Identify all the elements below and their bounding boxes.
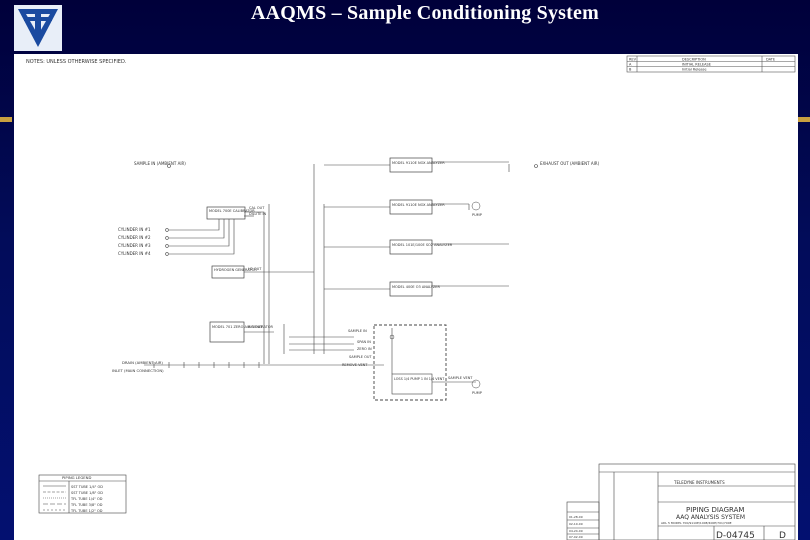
exhaust-label: EXHAUST OUT (AMBIENT AIR) bbox=[540, 161, 600, 166]
hydrogen-generator-label: HYDROGEN GENERATOR bbox=[214, 268, 257, 272]
desc-header: DESCRIPTION bbox=[682, 58, 706, 62]
right-slide-marker bbox=[798, 117, 810, 122]
manifold-sample-in-label: SAMPLE IN bbox=[348, 329, 367, 333]
pump-label-1: PUMP bbox=[472, 213, 482, 217]
dilute-in-label: DILUTE IN bbox=[249, 212, 267, 216]
rev-header: REV bbox=[629, 58, 637, 62]
title-block bbox=[566, 463, 796, 540]
title-line-2: AAQ ANALYSIS SYSTEM bbox=[676, 514, 745, 521]
calibrator-box bbox=[206, 206, 246, 220]
analyzers bbox=[389, 157, 433, 297]
analyzer-2-label: MODEL 9110E NOX ANALYZER bbox=[392, 203, 445, 207]
drawing-note: NOTES: UNLESS OTHERWISE SPECIFIED. bbox=[26, 59, 127, 65]
legend-row-4: TFL TUBE 3/8" OD bbox=[70, 503, 103, 507]
drain-tick-marks bbox=[153, 362, 260, 368]
date-row-3: 04-24-09 bbox=[569, 529, 583, 533]
cylinder-2-label: CYLINDER IN #2 bbox=[118, 235, 151, 240]
cal-out-label: CAL OUT bbox=[249, 206, 265, 210]
analyzer-4-label: MODEL 400E O3 ANALYZER bbox=[392, 285, 440, 289]
date-row-4: 07-02-09 bbox=[569, 535, 583, 539]
manifold-vent-label: REMOVE VENT bbox=[342, 363, 368, 367]
h2-out-label: H2 OUT bbox=[248, 267, 262, 271]
diagram-canvas: NOTES: UNLESS OTHERWISE SPECIFIED. REV D… bbox=[26, 55, 796, 540]
drawing-number: D-04745 bbox=[716, 531, 755, 540]
pump-icons bbox=[471, 201, 481, 389]
left-slide-marker bbox=[0, 117, 12, 122]
calibrator-label: MODEL 700E CALIBRATOR bbox=[209, 209, 255, 213]
rev-a: A bbox=[629, 63, 632, 67]
legend-row-5: TFL TUBE 1/2" OD bbox=[70, 509, 103, 513]
piping-diagram: NOTES: UNLESS OTHERWISE SPECIFIED. REV D… bbox=[14, 54, 798, 540]
air-out-label: AIR OUT bbox=[248, 325, 263, 329]
cylinder-inputs bbox=[165, 219, 235, 256]
manifold-span-in-label: SPAN IN bbox=[357, 340, 371, 344]
sample-pump-assembly bbox=[373, 324, 447, 401]
zero-air-generator-label: MODEL 701 ZERO AIR GENERATOR bbox=[212, 325, 273, 329]
date-row-2: 02-10-09 bbox=[569, 522, 583, 526]
legend-row-2: SST TUBE 1/8" OD bbox=[71, 491, 103, 495]
pump-label-2: PUMP bbox=[472, 391, 482, 395]
title-company: TELEDYNE INSTRUMENTS bbox=[673, 480, 725, 485]
main-piping bbox=[144, 164, 384, 366]
pump-box-label: LOSS 1/4 PUMP 1 IN 1/4 VENT bbox=[394, 377, 445, 381]
cylinder-4-label: CYLINDER IN #4 bbox=[118, 251, 151, 256]
legend-row-1: SST TUBE 1/4" OD bbox=[71, 485, 103, 489]
rev-b: B bbox=[629, 68, 632, 72]
cylinder-3-label: CYLINDER IN #3 bbox=[118, 243, 151, 248]
rev-b-desc: Initial Release bbox=[682, 68, 706, 72]
date-row-1: 01-28-09 bbox=[569, 515, 583, 519]
title-line-1: PIPING DIAGRAM bbox=[686, 506, 744, 514]
manifold-zero-in-label: ZERO IN bbox=[357, 347, 372, 351]
revision-block bbox=[626, 55, 796, 73]
sample-vent-label: SAMPLE VENT bbox=[448, 376, 473, 380]
title-line-3: ADL 5 MODEL 700/9110E/100E/400E/701/700E bbox=[661, 521, 732, 525]
legend-title: PIPING LEGEND bbox=[62, 475, 92, 480]
drain-inlet-label: INLET (MAIN CONNECTION) bbox=[112, 368, 164, 373]
analyzer-piping bbox=[324, 161, 509, 290]
manifold-sample-out-label: SAMPLE OUT bbox=[349, 355, 372, 359]
drawing-revision: D bbox=[779, 531, 786, 540]
legend-row-3: TFL TUBE 1/4" OD bbox=[70, 497, 103, 501]
analyzer-1-label: MODEL 9110E NOX ANALYZER bbox=[392, 161, 445, 165]
teledyne-logo-icon bbox=[14, 5, 62, 51]
piping-legend bbox=[38, 474, 127, 514]
cylinder-1-label: CYLINDER IN #1 bbox=[118, 227, 151, 232]
slide-title: AAQMS – Sample Conditioning System bbox=[251, 2, 599, 24]
analyzer-3-label: MODEL 101E/100E SO2 ANALYZER bbox=[392, 243, 453, 247]
ambient-sample-in-label: SAMPLE IN (AMBIENT AIR) bbox=[134, 161, 186, 166]
rev-a-desc: INITIAL RELEASE bbox=[682, 63, 711, 67]
date-header: DATE bbox=[766, 58, 775, 62]
drain-label: DRAIN (AMBIENT AIR) bbox=[122, 360, 163, 365]
